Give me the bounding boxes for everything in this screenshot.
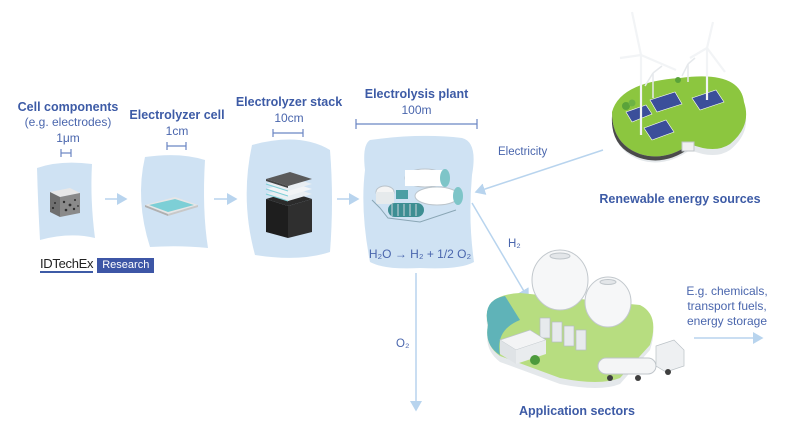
stage-scale-electrolysis-plant: 100m (401, 103, 432, 117)
electrolyzer-stack-illustration (265, 172, 312, 238)
arrow-hydrogen (471, 202, 529, 300)
flow-label-electricity: Electricity (498, 146, 548, 158)
application-example-line: E.g. chemicals, (686, 284, 768, 298)
scale-bar-1um (60, 149, 72, 157)
scale-bar-1cm (166, 142, 187, 150)
flow-label-hydrogen: H₂ (508, 238, 521, 250)
application-sectors-illustration (486, 249, 685, 388)
stage-scale-cell-components: 1μm (56, 131, 80, 145)
stage-title-cell-components: Cell components (17, 100, 119, 114)
electrolyzer-cell-illustration (145, 197, 198, 216)
arrow-electricity (474, 149, 604, 195)
electrolysis-plant-illustration (371, 168, 463, 223)
idtechex-logo: IDTechEx Research (40, 256, 155, 273)
panel-electrolysis-plant (363, 135, 474, 269)
renewable-energy-label: Renewable energy sources (599, 192, 761, 206)
stage-title-electrolysis-plant: Electrolysis plant (364, 87, 469, 101)
application-example-line: transport fuels, (687, 299, 767, 313)
scale-bar-10cm (272, 129, 304, 137)
scale-bar-100m (355, 119, 478, 129)
application-sectors-label: Application sectors (519, 404, 635, 418)
stage-subtitle-cell-components: (e.g. electrodes) (24, 115, 112, 129)
stage-scale-electrolyzer-stack: 10cm (274, 111, 304, 125)
porous-electrode-illustration (50, 188, 80, 217)
application-example-line: energy storage (686, 314, 768, 328)
stage-title-electrolyzer-cell: Electrolyzer cell (129, 108, 225, 122)
stage-scale-electrolyzer-cell: 1cm (165, 124, 189, 138)
logo-name: IDTechEx (40, 256, 94, 273)
flow-label-oxygen: O₂ (396, 338, 410, 350)
stage-title-electrolyzer-stack: Electrolyzer stack (235, 95, 343, 109)
logo-badge: Research (97, 257, 155, 273)
electrolysis-equation: H₂O → H₂ + 1/2 O₂ (368, 247, 472, 261)
application-examples: E.g. chemicals, transport fuels, energy … (672, 284, 782, 329)
renewable-energy-illustration (611, 11, 747, 163)
